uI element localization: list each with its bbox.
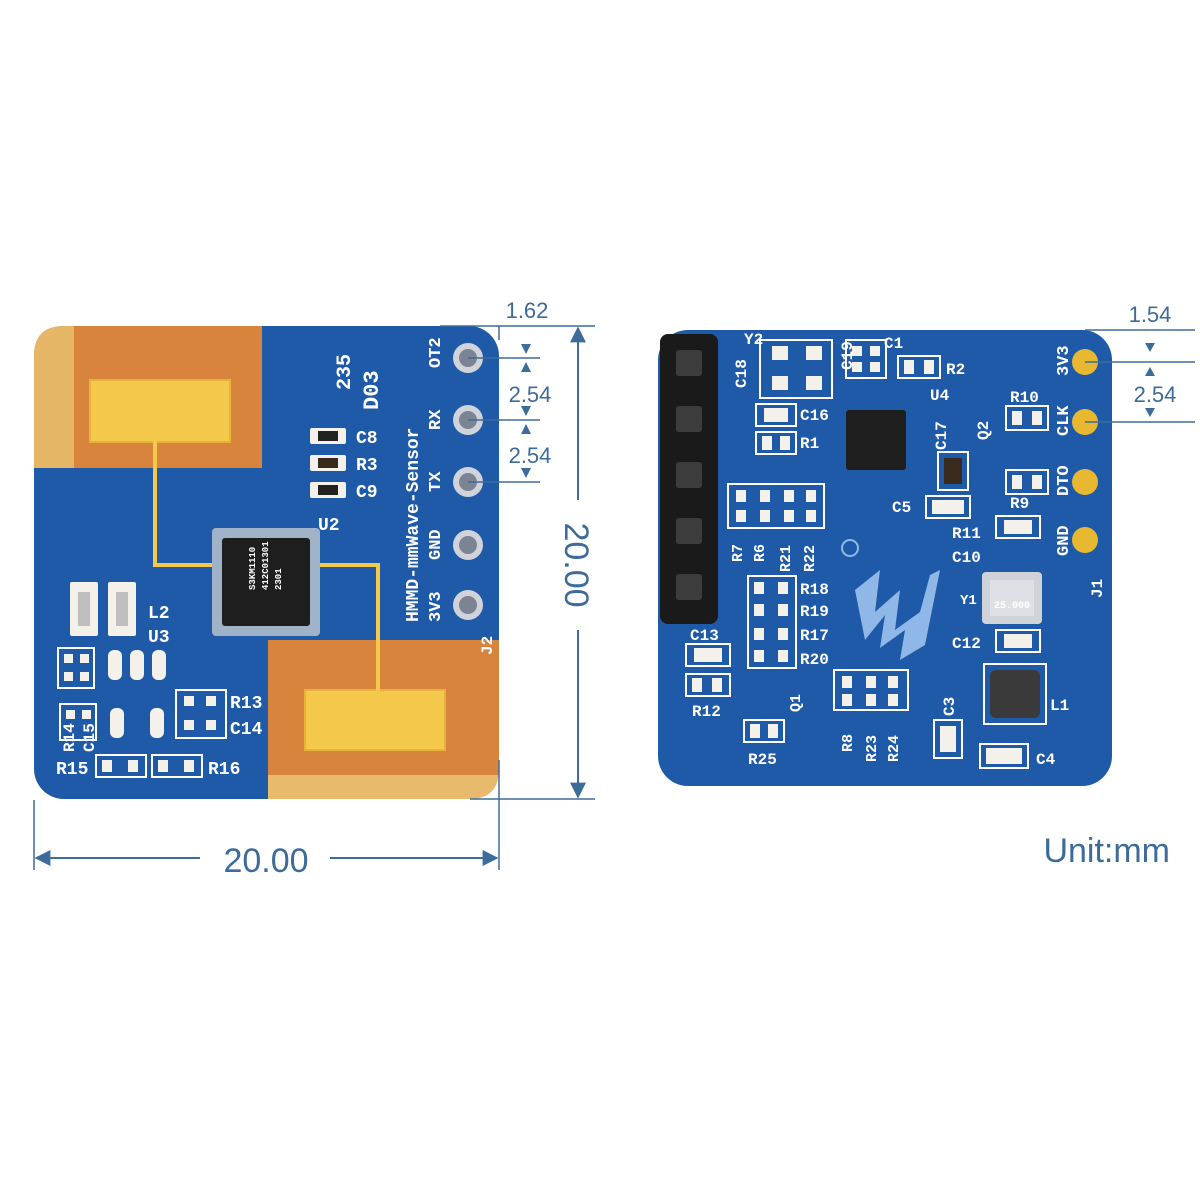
height-dimension: 20.00 <box>557 522 595 607</box>
silk-label: R14 <box>61 723 79 752</box>
silk-label: R9 <box>1010 495 1029 513</box>
waveshare-logo <box>841 539 940 660</box>
silk-label: C19 <box>839 341 857 370</box>
silk-label: C14 <box>230 720 263 740</box>
inductor-l1 <box>983 663 1047 725</box>
silk-label: R13 <box>230 694 262 714</box>
back-dimensions: 1.54 2.54 <box>1085 302 1195 423</box>
width-dimension: 20.00 <box>223 842 308 880</box>
front-pin-label: GND <box>427 529 446 560</box>
silk-label: C13 <box>690 627 719 645</box>
back-pin-pitch: 2.54 <box>1134 382 1177 407</box>
silk-label: Y1 <box>960 593 977 609</box>
back-pin-label: DTO <box>1055 465 1074 496</box>
back-pin-label: 3V3 <box>1055 345 1074 376</box>
silk-label: Y2 <box>744 331 763 349</box>
feed-line-rx <box>318 563 380 720</box>
silk-label: R10 <box>1010 389 1039 407</box>
silk-label: C5 <box>892 499 911 517</box>
silk-label: L2 <box>148 604 170 624</box>
silk-label: Q1 <box>788 694 805 712</box>
silk-label: R6 <box>752 544 769 562</box>
silk-label: C4 <box>1036 751 1056 769</box>
front-pin-label: 3V3 <box>427 591 446 622</box>
silk-label: R21 <box>778 545 795 572</box>
silk-label: R23 <box>864 735 881 762</box>
pin-header <box>660 334 718 624</box>
front-header-label: J2 <box>479 636 497 655</box>
front-pin-pitch: 2.54 <box>509 382 552 407</box>
silk-label: R20 <box>800 651 829 669</box>
unit-label: Unit:mm <box>1043 832 1170 870</box>
front-edge-offset: 1.62 <box>506 298 549 323</box>
silk-label: C8 <box>356 429 378 449</box>
silk-label: R15 <box>56 760 88 780</box>
chip-marking-3: 2301 <box>274 568 284 590</box>
silk-label: R19 <box>800 603 829 621</box>
front-pin-label: OT2 <box>427 337 446 368</box>
silk-label: R7 <box>730 544 747 562</box>
feed-line-tx <box>153 410 215 567</box>
back-board: 3V3 CLK DTO GND J1 25.000 <box>658 330 1112 786</box>
silk-label: U2 <box>318 516 340 536</box>
front-board: S3KM1110 412C01301 2301 OT2 RX TX GND 3V… <box>34 326 499 799</box>
back-pin-label: CLK <box>1055 405 1074 436</box>
silk-label: R18 <box>800 581 829 599</box>
crystal-y2 <box>759 339 833 399</box>
antenna-patch-tx <box>89 379 231 443</box>
silk-label: R1 <box>800 435 819 453</box>
silk-label: C3 <box>941 697 959 716</box>
silk-label: C16 <box>800 407 829 425</box>
crystal-marking: 25.000 <box>994 601 1030 612</box>
silk-label: R24 <box>886 735 903 762</box>
silk-label: C18 <box>733 359 751 388</box>
smd-components-front <box>57 428 346 778</box>
silk-label: L1 <box>1050 697 1069 715</box>
silk-label: C15 <box>81 723 99 752</box>
silk-label: U3 <box>148 628 170 648</box>
chip-marking-1: S3KM1110 <box>248 547 258 590</box>
chip-marking-2: 412C01301 <box>261 541 271 590</box>
mcu-chip <box>846 410 906 470</box>
board-title: HMMD-mmWave-Sensor <box>404 428 424 622</box>
front-pin-label: RX <box>427 409 446 430</box>
smd-components-back <box>685 339 1049 769</box>
silk-label: R25 <box>748 751 777 769</box>
silk-label: Q2 <box>975 421 993 440</box>
back-header-label: J1 <box>1089 579 1107 598</box>
silk-label: R2 <box>946 361 965 379</box>
board-code: D03 <box>360 370 385 410</box>
front-pin-pitch: 2.54 <box>509 443 552 468</box>
crystal-y1: 25.000 <box>982 572 1042 624</box>
silk-label: C17 <box>933 421 951 450</box>
silk-label: R3 <box>356 456 378 476</box>
front-pin-label: TX <box>427 471 446 492</box>
board-code-top: 235 <box>334 354 357 390</box>
back-pcb <box>658 330 1112 786</box>
silk-label: R22 <box>802 545 819 572</box>
silk-label: R12 <box>692 703 721 721</box>
silk-label: R16 <box>208 760 240 780</box>
silk-label: C1 <box>884 335 903 353</box>
silk-label: C9 <box>356 483 378 503</box>
antenna-patch-rx <box>304 689 446 751</box>
silk-label: C10 <box>952 549 981 567</box>
silk-label: R8 <box>840 734 857 752</box>
silk-label: C12 <box>952 635 981 653</box>
back-pin-label: GND <box>1055 525 1074 556</box>
front-dimensions: 20.00 20.00 1.62 2.54 2.54 <box>33 298 595 880</box>
back-edge-offset: 1.54 <box>1129 302 1172 327</box>
radar-chip: S3KM1110 412C01301 2301 <box>212 528 320 636</box>
silk-label: R11 <box>952 525 981 543</box>
silk-label: U4 <box>930 387 950 405</box>
silk-label: R17 <box>800 627 829 645</box>
